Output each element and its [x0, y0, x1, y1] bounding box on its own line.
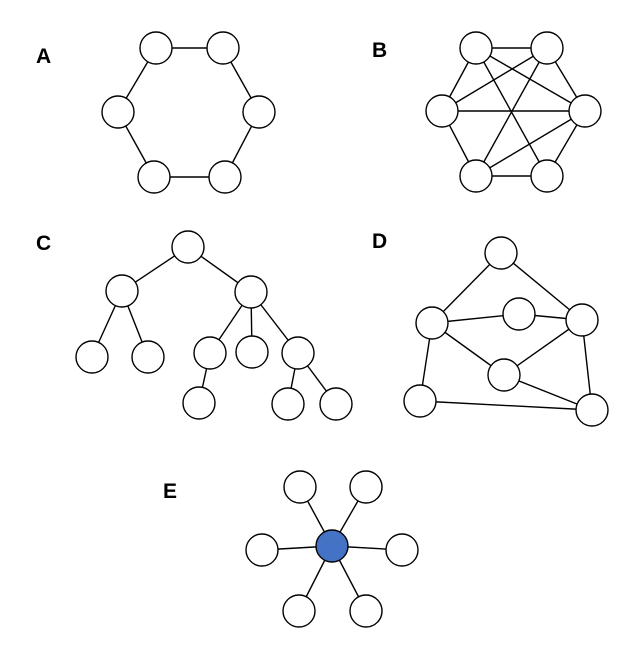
- node-b5: [459, 159, 493, 193]
- node-a5: [137, 160, 171, 194]
- node-a6: [208, 160, 242, 194]
- node-c4: [75, 340, 109, 374]
- node-d7: [575, 393, 609, 427]
- node-b3: [425, 94, 459, 128]
- node-d4: [565, 303, 599, 337]
- panel-label-d: D: [372, 230, 387, 253]
- node-e1: [283, 470, 317, 504]
- node-d2: [415, 306, 449, 340]
- node-e4: [385, 533, 419, 567]
- edge-b2-b5: [475, 47, 548, 177]
- node-b6: [530, 159, 564, 193]
- node-d5: [487, 358, 521, 392]
- node-d6: [403, 384, 437, 418]
- node-c5: [131, 340, 165, 374]
- panel-label-b: B: [372, 39, 387, 62]
- node-e6: [349, 594, 383, 628]
- labels-layer: A B C D E: [36, 39, 387, 503]
- node-a4: [242, 95, 276, 129]
- node-d1: [484, 236, 518, 270]
- node-e5: [282, 594, 316, 628]
- node-d3: [502, 297, 536, 331]
- node-c9: [182, 386, 216, 420]
- edge-b2-b3: [441, 47, 548, 112]
- edge-b1-b4: [475, 47, 586, 112]
- node-b2: [530, 31, 564, 65]
- node-c8: [281, 336, 315, 370]
- node-c1: [171, 230, 205, 264]
- node-c10: [271, 387, 305, 421]
- node-c6: [193, 336, 227, 370]
- node-c11: [319, 387, 353, 421]
- hub-node-e0: [315, 529, 349, 563]
- node-a3: [101, 95, 135, 129]
- node-c2: [105, 274, 139, 308]
- node-a2: [206, 31, 240, 65]
- panel-label-c: C: [36, 232, 51, 255]
- edge-d1-d4: [500, 252, 583, 321]
- edge-d6-d7: [419, 400, 593, 411]
- panel-label-a: A: [36, 45, 51, 68]
- node-c3: [234, 275, 268, 309]
- node-a1: [139, 31, 173, 65]
- node-c7: [235, 335, 269, 369]
- node-b4: [568, 94, 602, 128]
- edge-b5-b4: [475, 110, 586, 177]
- nodes-layer: [75, 31, 609, 628]
- node-b1: [459, 31, 493, 65]
- node-e3: [245, 533, 279, 567]
- panel-label-e: E: [163, 480, 177, 503]
- node-e2: [349, 470, 383, 504]
